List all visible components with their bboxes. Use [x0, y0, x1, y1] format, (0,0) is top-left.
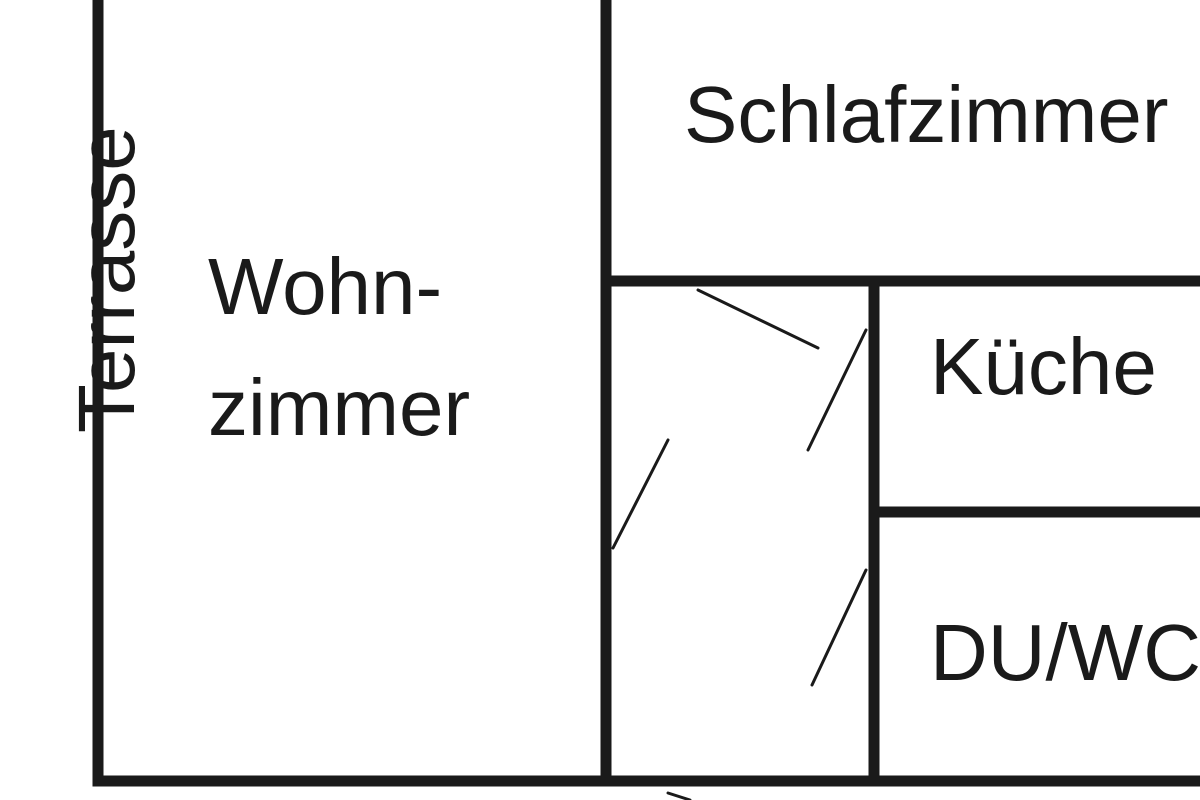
door-living [611, 438, 670, 550]
door-du-wc [810, 568, 868, 687]
walls [92, 0, 1200, 787]
label-wohnzimmer-line2: zimmer [208, 363, 470, 452]
label-du-wc: DU/WC [930, 608, 1200, 697]
door-bedroom [696, 288, 820, 350]
label-schlafzimmer: Schlafzimmer [684, 70, 1169, 159]
label-terrasse: Terrasse [62, 126, 151, 433]
door-entrance [666, 791, 692, 800]
label-wohnzimmer-line1: Wohn- [208, 242, 442, 331]
label-kueche: Küche [930, 322, 1157, 411]
door-kitchen [806, 328, 868, 452]
doors [611, 288, 868, 800]
